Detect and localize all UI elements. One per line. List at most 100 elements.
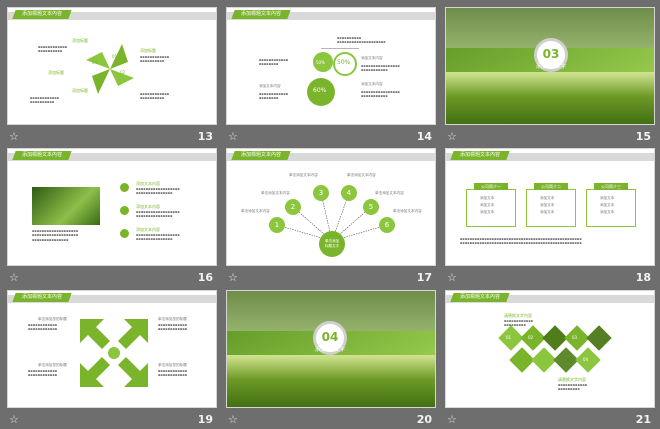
slide-15[interactable]: 03 添加标题文字 ☆15 [445,7,655,146]
slide-18[interactable]: 添加標題文本內容 公司简介一 添加文本 添加文本 添加文本 公司简介二 添加文本… [445,148,655,287]
body-text: ▪▪▪▪▪▪▪▪▪▪▪▪▪▪▪▪▪▪▪▪▪▪▪▪▪▪▪ [361,90,400,99]
header-bar [8,153,216,161]
digit: 02 [120,70,126,75]
body-text: ▪▪▪▪▪▪▪▪▪▪▪▪▪▪▪▪▪▪▪▪▪▪▪▪▪▪▪▪▪▪ [337,36,386,45]
step-circle: 2 [285,199,301,215]
slide-15-thumbnail[interactable]: 03 添加标题文字 [445,7,655,125]
section-badge: 04 [313,321,347,355]
center-circle: 单击添加 标题文字 [319,231,345,257]
item-text: 单击添加文本内容 [347,173,376,177]
star-icon[interactable]: ☆ [228,271,238,284]
label: 添加标题 [140,48,156,53]
header-bar [227,153,435,161]
item-text: 单击添加您的标题 [38,317,67,321]
slide-16[interactable]: 添加標題文本內容 ▪▪▪▪▪▪▪▪▪▪▪▪▪▪▪▪▪▪▪▪▪▪▪▪▪▪▪▪▪▪▪… [7,148,217,287]
label: 添加标题 [48,70,64,75]
slide-13[interactable]: 添加標題文本內容 添加标题 添加标题 添加标题 添加标题 ▪▪▪▪▪▪▪▪▪▪▪… [7,7,217,146]
header-tab: 添加標題文本內容 [12,10,72,19]
body-text: ▪▪▪▪▪▪▪▪▪▪▪▪▪▪▪▪▪▪▪▪▪ [504,319,534,328]
row-text: 添加文本 [600,203,615,207]
percent: 50% [337,59,351,66]
sprout-photo [32,187,100,225]
row-text: 添加文本 [480,203,495,207]
percent-circle [313,52,333,72]
step-circle: 3 [313,185,329,201]
section-badge: 03 [534,38,568,72]
thumbs-up-icon [120,183,129,192]
box-title: 公司简介二 [534,183,568,190]
slide-13-thumbnail[interactable]: 添加標題文本內容 添加标题 添加标题 添加标题 添加标题 ▪▪▪▪▪▪▪▪▪▪▪… [7,7,217,125]
slide-17[interactable]: 添加標題文本內容 1 2 3 4 5 6 单击添加 标题文字 单击添加文本内容 … [226,148,436,287]
info-box [526,189,576,227]
star-icon[interactable]: ☆ [447,413,457,426]
step-circle: 6 [379,217,395,233]
body-text: ▪▪▪▪▪▪▪▪▪▪▪▪▪▪▪▪▪▪▪▪▪▪▪▪▪▪▪ [361,64,400,73]
user-icon [120,229,129,238]
percent: 60% [313,87,327,94]
body-text: ▪▪▪▪▪▪▪▪▪▪▪▪▪▪▪▪▪▪▪▪▪ [558,383,588,392]
slide-number: 20 [416,413,432,426]
body-text: ▪▪▪▪▪▪▪▪▪▪▪▪▪▪▪▪▪▪▪▪▪▪ [30,96,60,105]
header-bar [8,12,216,20]
label: 添加文本内容 [361,82,383,86]
item-text: 单击添加文本内容 [261,191,290,195]
star-icon[interactable]: ☆ [9,413,19,426]
header-tab: 添加標題文本內容 [12,293,72,302]
star-icon[interactable]: ☆ [9,130,19,143]
header-tab: 添加標題文本內容 [12,151,72,160]
photo-diamond [586,325,612,351]
converging-arrows-graphic [80,319,148,387]
slide-14-thumbnail[interactable]: 添加標題文本內容 50% 50% 60% ▪▪▪▪▪▪▪▪▪▪▪▪▪▪▪▪▪▪▪… [226,7,436,125]
slide-number: 18 [635,271,651,284]
step-circle: 5 [363,199,379,215]
star-icon[interactable]: ☆ [447,130,457,143]
header-bar [227,12,435,20]
star-icon[interactable]: ☆ [228,413,238,426]
percent-circle [333,52,357,76]
slide-18-thumbnail[interactable]: 添加標題文本內容 公司简介一 添加文本 添加文本 添加文本 公司简介二 添加文本… [445,148,655,266]
body-text: ▪▪▪▪▪▪▪▪▪▪▪▪▪▪▪▪▪▪▪▪▪▪▪▪ [28,369,58,378]
info-box [466,189,516,227]
digit: 04 [92,60,98,65]
item-text: 单击添加您的标题 [158,363,187,367]
slide-21[interactable]: 添加標題文本內容 01 02 03 04 请替换文字内容 ▪▪▪▪▪▪▪▪▪▪▪… [445,290,655,429]
slide-number: 16 [197,271,213,284]
star-icon[interactable]: ☆ [9,271,19,284]
header-tab: 添加標題文本內容 [450,293,510,302]
slide-number: 21 [635,413,651,426]
label: 添加文本内容 [361,56,383,60]
row-text: 添加文本 [540,203,555,207]
header-bar [446,295,654,303]
slide-16-thumbnail[interactable]: 添加標題文本內容 ▪▪▪▪▪▪▪▪▪▪▪▪▪▪▪▪▪▪▪▪▪▪▪▪▪▪▪▪▪▪▪… [7,148,217,266]
section-title: 添加标题文字 [315,347,346,353]
slide-19-thumbnail[interactable]: 添加標題文本內容 单击添加您的标题 ▪▪▪▪▪▪▪▪▪▪▪▪▪▪▪▪▪▪▪▪▪▪… [7,290,217,408]
digit: 03 [98,76,104,81]
body-text: ▪▪▪▪▪▪▪▪▪▪▪▪▪▪▪▪▪▪▪▪▪▪ [140,92,170,101]
digit: 01 [506,335,512,340]
slide-14[interactable]: 添加標題文本內容 50% 50% 60% ▪▪▪▪▪▪▪▪▪▪▪▪▪▪▪▪▪▪▪… [226,7,436,146]
body-text: ▪▪▪▪▪▪▪▪▪▪▪▪▪▪▪▪▪▪▪▪▪▪▪▪ [28,323,58,332]
label: 添加文本内容 [259,84,281,88]
body-text: ▪▪▪▪▪▪▪▪▪▪▪▪▪▪▪▪▪▪▪▪ [259,58,289,67]
label: 添加文本内容 [136,204,160,209]
digit: 04 [583,357,589,362]
item-text: 单击添加文本内容 [375,191,404,195]
body-text: ▪▪▪▪▪▪▪▪▪▪▪▪▪▪▪▪▪▪▪▪▪▪▪▪ [158,369,188,378]
slide-21-thumbnail[interactable]: 添加標題文本內容 01 02 03 04 请替换文字内容 ▪▪▪▪▪▪▪▪▪▪▪… [445,290,655,408]
slide-19[interactable]: 添加標題文本內容 单击添加您的标题 ▪▪▪▪▪▪▪▪▪▪▪▪▪▪▪▪▪▪▪▪▪▪… [7,290,217,429]
star-icon[interactable]: ☆ [228,130,238,143]
slide-20[interactable]: 04 添加标题文字 ☆ 20 [226,290,436,429]
slide-20-thumbnail[interactable]: 04 添加标题文字 [226,290,436,408]
digit: 02 [528,335,534,340]
slide-number: 14 [416,130,432,143]
percent-circle [307,78,335,106]
label: 请替换文字内容 [558,377,586,382]
section-title: 添加标题文字 [536,64,567,70]
star-icon[interactable]: ☆ [447,271,457,284]
digit: 01 [112,54,118,59]
slide-17-thumbnail[interactable]: 添加標題文本內容 1 2 3 4 5 6 单击添加 标题文字 单击添加文本内容 … [226,148,436,266]
body-text: ▪▪▪▪▪▪▪▪▪▪▪▪▪▪▪▪▪▪▪▪▪▪▪▪▪▪▪▪▪▪▪▪▪▪▪▪▪▪▪▪… [460,237,582,246]
body-text: ▪▪▪▪▪▪▪▪▪▪▪▪▪▪▪▪▪▪▪▪▪▪▪▪▪▪▪▪▪▪▪▪▪ [136,233,180,242]
row-text: 添加文本 [540,196,555,200]
row-text: 添加文本 [480,210,495,214]
